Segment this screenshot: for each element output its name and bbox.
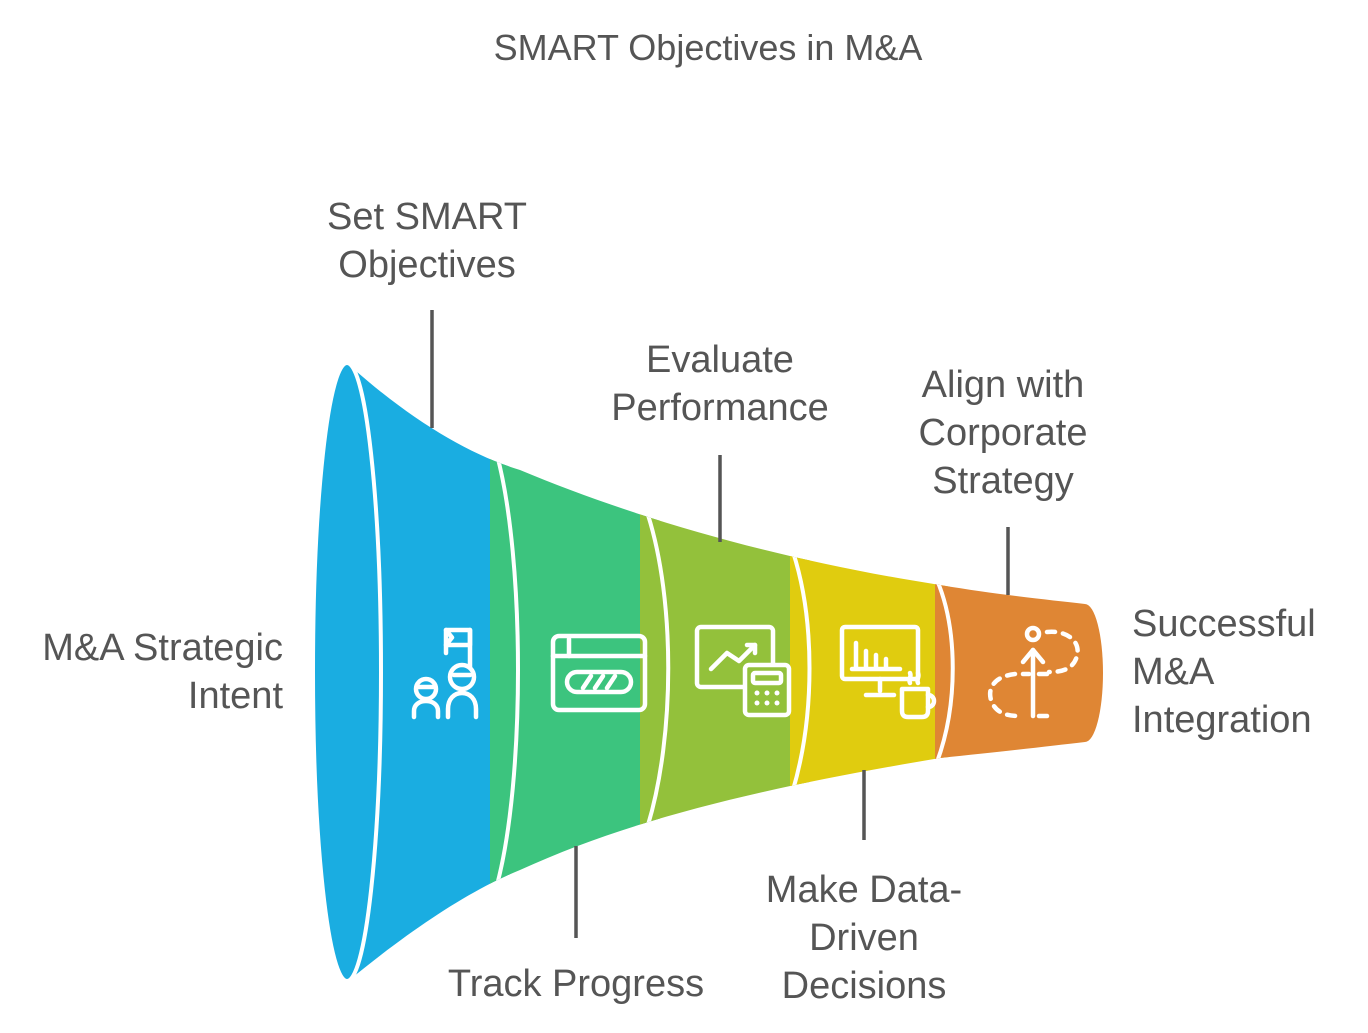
stage-label-line: Driven xyxy=(809,917,919,959)
segment-separator xyxy=(495,454,520,886)
chart-calculator-icon xyxy=(694,624,792,718)
stage-label-line: Performance xyxy=(611,387,829,429)
stage-label-evaluate-performance: Evaluate Performance xyxy=(611,339,829,429)
funnel-mouth xyxy=(311,361,383,983)
output-label-line: M&A xyxy=(1132,651,1215,693)
stage-label-line: Make Data- xyxy=(766,869,962,911)
stage-label-track-progress: Track Progress xyxy=(448,963,704,1005)
stage-label-line: Set SMART xyxy=(327,196,527,238)
stage-label-line: Objectives xyxy=(338,244,515,286)
stage-label-data-driven: Make Data- Driven Decisions xyxy=(766,869,962,1007)
stage-label-set-smart: Set SMART Objectives xyxy=(327,196,527,286)
funnel-exit xyxy=(1067,604,1103,742)
output-label-line: Integration xyxy=(1132,699,1312,741)
direction-path-arrow-icon xyxy=(987,625,1080,719)
monitor-chart-coffee-icon xyxy=(839,624,937,720)
input-label: M&A Strategic Intent xyxy=(42,627,283,717)
segment-separator xyxy=(935,579,955,763)
stage-label-line: Corporate xyxy=(919,412,1088,454)
output-label-line: Successful xyxy=(1132,603,1316,645)
stage-label-line: Strategy xyxy=(932,460,1074,502)
progress-bar-window-icon xyxy=(550,633,648,713)
diagram-title: SMART Objectives in M&A xyxy=(494,27,923,68)
stage-label-line: Align with xyxy=(922,364,1085,406)
input-label-line: M&A Strategic xyxy=(42,627,283,669)
stage-label-align-strategy: Align with Corporate Strategy xyxy=(919,364,1088,502)
input-label-line: Intent xyxy=(188,675,284,717)
segment-separator xyxy=(791,551,812,791)
stage-label-line: Decisions xyxy=(782,965,947,1007)
segment-separator xyxy=(646,514,671,826)
stage-label-line: Track Progress xyxy=(448,963,704,1005)
team-flag-icon xyxy=(411,627,479,720)
output-label: Successful M&A Integration xyxy=(1132,603,1316,741)
stage-label-line: Evaluate xyxy=(646,339,794,381)
